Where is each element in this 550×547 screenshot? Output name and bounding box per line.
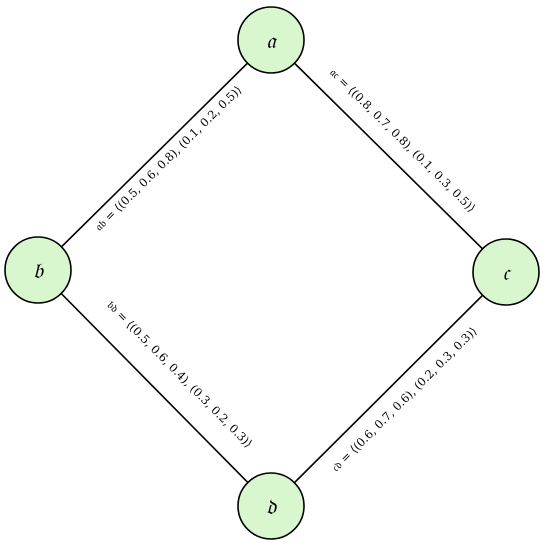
edge-ac-label: 𝔞𝔠 = ⟨(0.8, 0.7, 0.8), (0.1, 0.3, 0.5)⟩ [327, 65, 478, 215]
node-d-label: 𝔡 [266, 495, 277, 520]
node-d: 𝔡 [237, 472, 305, 540]
edge-ac-line [270, 39, 507, 273]
node-a-label: 𝔞 [266, 29, 277, 54]
node-c: 𝔠 [472, 238, 540, 306]
node-d-circle [237, 472, 305, 540]
edge-bd-line [37, 269, 272, 507]
edge-bd-label: 𝔟𝔡 = ⟨(0.5, 0.6, 0.4), (0.3, 0.2, 0.3)⟩ [104, 298, 255, 450]
node-b: 𝔟 [4, 236, 72, 304]
edge-ab-label: 𝔞𝔟 = ⟨(0.5, 0.6, 0.8), (0.1, 0.2, 0.5)⟩ [92, 83, 245, 234]
node-a-circle [237, 6, 305, 74]
node-c-label: 𝔠 [503, 261, 512, 286]
node-b-circle [4, 236, 72, 304]
edge-cd-line [270, 271, 507, 507]
node-b-label: 𝔟 [33, 259, 45, 284]
node-c-circle [472, 238, 540, 306]
node-a: 𝔞 [237, 6, 305, 74]
edge-cd-label: 𝔠𝔡 = ⟨(0.6, 0.7, 0.6), (0.2, 0.3, 0.3)⟩ [329, 324, 480, 474]
edge-ab-line [37, 39, 272, 271]
